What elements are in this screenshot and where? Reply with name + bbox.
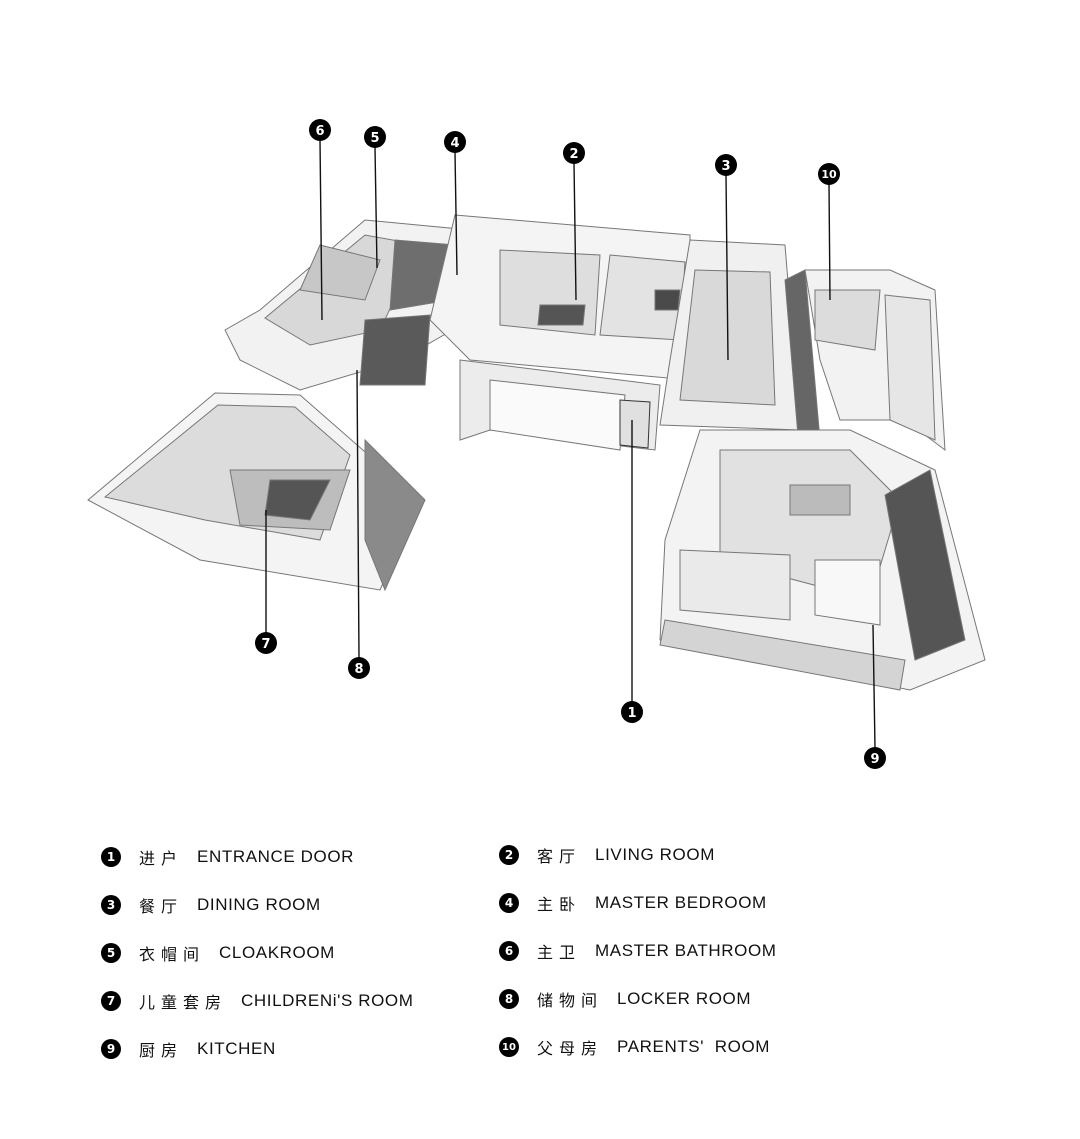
legend-zh: 父母房 bbox=[537, 1039, 604, 1058]
callout-10: 10 bbox=[818, 163, 840, 185]
callout-1: 1 bbox=[621, 701, 643, 723]
legend-zh: 儿童套房 bbox=[139, 993, 228, 1012]
svg-text:4: 4 bbox=[450, 136, 459, 151]
legend-marker: 7 bbox=[101, 991, 121, 1011]
legend-marker: 6 bbox=[499, 941, 519, 961]
svg-text:5: 5 bbox=[370, 131, 379, 146]
legend-en: KITCHEN bbox=[197, 1039, 276, 1058]
legend-en: LOCKER ROOM bbox=[617, 989, 752, 1008]
legend-en: MASTER BATHROOM bbox=[595, 941, 777, 960]
svg-text:9: 9 bbox=[870, 752, 879, 767]
legend-zh: 衣帽间 bbox=[139, 945, 206, 964]
legend-en: CLOAKROOM bbox=[219, 943, 335, 962]
legend-en: LIVING ROOM bbox=[595, 845, 715, 864]
svg-text:2: 2 bbox=[569, 147, 578, 162]
legend-item-locker-room: 8 储物间 LOCKER ROOM bbox=[499, 987, 751, 1011]
callout-2: 2 bbox=[563, 142, 585, 164]
legend-marker: 8 bbox=[499, 989, 519, 1009]
svg-text:10: 10 bbox=[821, 168, 837, 181]
legend-item-living-room: 2 客厅 LIVING ROOM bbox=[499, 843, 715, 867]
legend-item-childrens-room: 7 儿童套房 CHILDRENi'S ROOM bbox=[101, 989, 414, 1013]
svg-text:8: 8 bbox=[354, 662, 363, 677]
legend-item-dining-room: 3 餐厅 DINING ROOM bbox=[101, 893, 321, 917]
legend-marker: 2 bbox=[499, 845, 519, 865]
callout-6: 6 bbox=[309, 119, 331, 141]
svg-text:3: 3 bbox=[721, 159, 730, 174]
axonometric-floor-plan: 1 2 3 4 5 6 7 8 9 10 bbox=[87, 119, 986, 769]
legend-item-master-bathroom: 6 主卫 MASTER BATHROOM bbox=[499, 939, 777, 963]
callout-9: 9 bbox=[864, 747, 886, 769]
legend-marker: 10 bbox=[499, 1037, 519, 1057]
svg-text:7: 7 bbox=[261, 637, 270, 652]
legend-zh: 餐厅 bbox=[139, 897, 184, 916]
legend-item-entrance-door: 1 进户 ENTRANCE DOOR bbox=[101, 845, 354, 869]
callout-4: 4 bbox=[444, 131, 466, 153]
legend-zh: 厨房 bbox=[139, 1041, 184, 1060]
legend-en: DINING ROOM bbox=[197, 895, 321, 914]
legend-marker: 4 bbox=[499, 893, 519, 913]
legend-zh: 主卧 bbox=[537, 895, 582, 914]
legend-en: CHILDRENi'S ROOM bbox=[241, 991, 414, 1010]
legend-item-master-bedroom: 4 主卧 MASTER BEDROOM bbox=[499, 891, 767, 915]
svg-text:1: 1 bbox=[627, 706, 636, 721]
callout-3: 3 bbox=[715, 154, 737, 176]
legend-marker: 5 bbox=[101, 943, 121, 963]
legend-en: MASTER BEDROOM bbox=[595, 893, 767, 912]
legend-en: ENTRANCE DOOR bbox=[197, 847, 355, 866]
leader-lines bbox=[265, 139, 876, 749]
callout-markers: 1 2 3 4 5 6 7 8 9 10 bbox=[255, 119, 886, 769]
legend-item-kitchen: 9 厨房 KITCHEN bbox=[101, 1037, 276, 1061]
legend-marker: 9 bbox=[101, 1039, 121, 1059]
callout-7: 7 bbox=[255, 632, 277, 654]
building-model bbox=[87, 214, 986, 691]
legend-marker: 3 bbox=[101, 895, 121, 915]
svg-text:6: 6 bbox=[315, 124, 324, 139]
legend-marker: 1 bbox=[101, 847, 121, 867]
legend-zh: 进户 bbox=[139, 849, 184, 868]
legend-en: PARENTS' ROOM bbox=[617, 1037, 771, 1056]
legend-zh: 客厅 bbox=[537, 847, 582, 866]
legend-zh: 主卫 bbox=[537, 943, 582, 962]
callout-8: 8 bbox=[348, 657, 370, 679]
callout-5: 5 bbox=[364, 126, 386, 148]
legend-item-cloakroom: 5 衣帽间 CLOAKROOM bbox=[101, 941, 335, 965]
legend-item-parents-room: 10 父母房 PARENTS' ROOM bbox=[499, 1035, 770, 1059]
legend-zh: 储物间 bbox=[537, 991, 604, 1010]
